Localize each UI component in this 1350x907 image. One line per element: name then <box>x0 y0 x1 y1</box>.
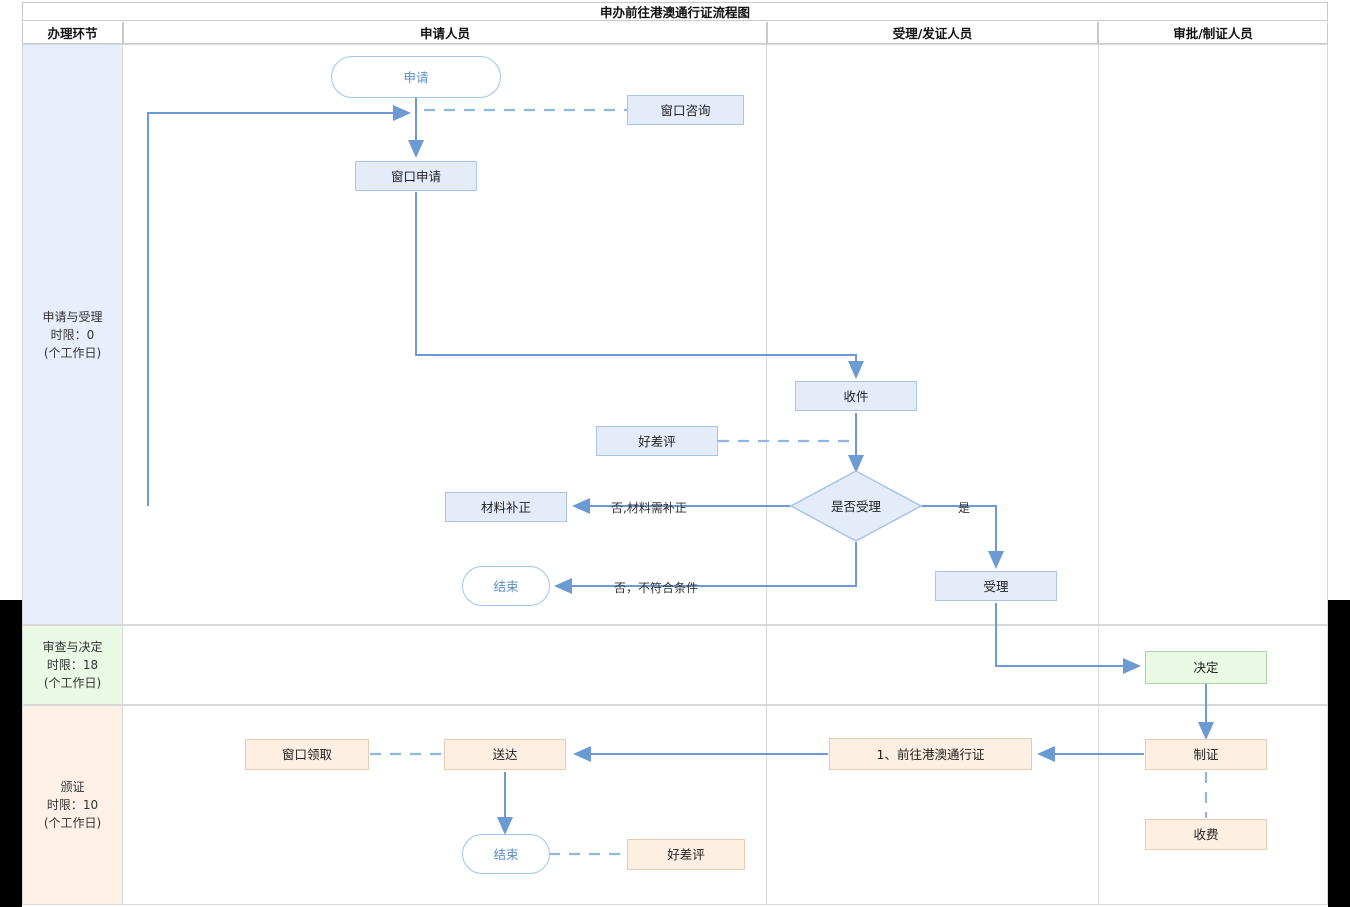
node-charge[interactable]: 收费 <box>1145 819 1267 850</box>
lane-2-limit: 时限：18 <box>46 658 99 672</box>
lane-1-limit: 时限：0 <box>50 327 95 342</box>
lane-label-issuance: 颁证 时限：10 (个工作日) <box>22 705 123 905</box>
node-review-rating-bottom[interactable]: 好差评 <box>627 839 745 870</box>
node-end-done[interactable]: 结束 <box>462 834 550 874</box>
node-end-reject[interactable]: 结束 <box>462 566 550 606</box>
left-occluder-bar <box>0 600 22 907</box>
column-divider-acceptance <box>766 44 767 905</box>
node-permit-item[interactable]: 1、前往港澳通行证 <box>829 738 1032 770</box>
node-window-pickup[interactable]: 窗口领取 <box>245 739 369 770</box>
node-window-apply[interactable]: 窗口申请 <box>355 161 477 191</box>
lane-3-unit: (个工作日) <box>43 816 102 830</box>
edge-label-need-fix: 否,材料需补正 <box>611 501 687 515</box>
diamond-shape <box>790 470 922 542</box>
lane-3-name: 颁证 <box>60 780 85 794</box>
node-decision-accept-label: 是否受理 <box>830 498 881 514</box>
node-material-fix[interactable]: 材料补正 <box>445 492 567 522</box>
node-window-consult[interactable]: 窗口咨询 <box>627 95 744 125</box>
node-start-apply[interactable]: 申请 <box>331 56 501 98</box>
column-divider-approval <box>1098 44 1099 905</box>
lane-2-unit: (个工作日) <box>43 676 102 690</box>
lane-body-issuance <box>123 705 1328 905</box>
lane-label-review: 审查与决定 时限：18 (个工作日) <box>22 625 123 705</box>
right-occluder-bar <box>1328 600 1350 907</box>
edge-label-not-qualified: 否，不符合条件 <box>614 581 699 595</box>
edge-label-yes: 是 <box>958 501 971 515</box>
node-deliver[interactable]: 送达 <box>444 739 566 770</box>
lane-3-limit: 时限：10 <box>46 798 99 812</box>
header-cell-applicant: 申请人员 <box>123 22 767 44</box>
lane-1-unit: (个工作日) <box>43 345 102 360</box>
node-make-cert[interactable]: 制证 <box>1145 739 1267 770</box>
header-cell-acceptance: 受理/发证人员 <box>767 22 1098 44</box>
node-decision-accept[interactable]: 是否受理 <box>790 470 922 542</box>
node-review-rating-top[interactable]: 好差评 <box>596 426 718 456</box>
lane-label-application: 申请与受理 时限：0 (个工作日) <box>22 44 123 625</box>
lane-1-name: 申请与受理 <box>42 309 103 324</box>
lane-2-name: 审查与决定 <box>42 640 103 654</box>
node-decide[interactable]: 决定 <box>1145 651 1267 684</box>
page-title: 申办前往港澳通行证流程图 <box>22 2 1328 21</box>
node-accept[interactable]: 受理 <box>935 571 1057 601</box>
header-cell-process-stage: 办理环节 <box>22 22 123 44</box>
header-cell-approval: 审批/制证人员 <box>1098 22 1328 44</box>
node-receive[interactable]: 收件 <box>795 381 917 411</box>
lane-body-application <box>123 44 1328 625</box>
